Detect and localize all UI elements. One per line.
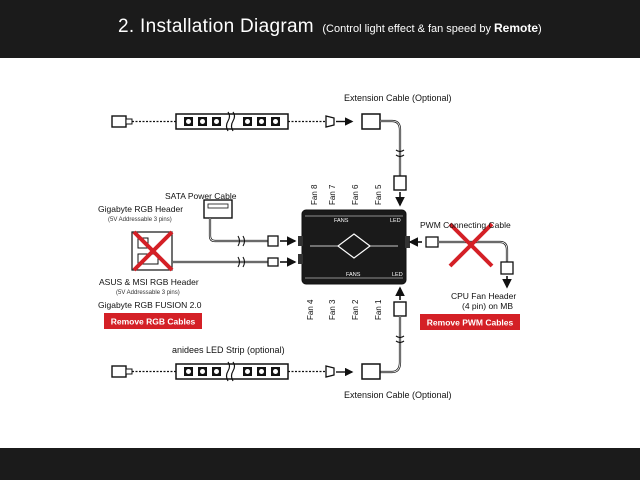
pwm-cable-label: PWM Connecting Cable — [420, 220, 511, 230]
fusion-label: Gigabyte RGB FUSION 2.0 — [98, 300, 202, 310]
fan-label: Fan 7 — [328, 184, 337, 205]
led-strip-bottom — [111, 361, 335, 382]
led-strip-label: anidees LED Strip (optional) — [172, 345, 285, 355]
remove-rgb-badge: Remove RGB Cables — [104, 313, 202, 329]
sata-power-cable — [203, 199, 297, 247]
fan-label: Fan 3 — [328, 299, 337, 320]
cpu-header-label-1: CPU Fan Header — [451, 291, 516, 301]
fan-hub: FANS LED FANS LED — [298, 209, 410, 285]
asus-header-label: ASUS & MSI RGB Header — [99, 277, 199, 287]
header-title: 2. Installation Diagram (Control light e… — [118, 16, 542, 38]
pwm-cross-icon — [448, 222, 494, 268]
fan-label: Fan 5 — [374, 184, 383, 205]
remove-pwm-badge-text: Remove PWM Cables — [427, 318, 514, 328]
extension-cable-bottom — [336, 286, 407, 380]
remove-pwm-badge: Remove PWM Cables — [420, 314, 520, 330]
hub-bottom-led-label: LED — [392, 272, 403, 278]
fan-label: Fan 1 — [374, 299, 383, 320]
fan-label: Fan 4 — [306, 299, 315, 320]
hub-top-led-label: LED — [390, 218, 401, 224]
led-strip-top — [111, 111, 354, 132]
extension-cable-top-label: Extension Cable (Optional) — [344, 93, 452, 103]
gigabyte-header-label: Gigabyte RGB Header — [98, 204, 183, 214]
hub-bottom-fans-label: FANS — [346, 272, 361, 278]
hub-top-fans-label: FANS — [334, 218, 349, 224]
fan-label: Fan 6 — [351, 184, 360, 205]
extension-cable-top — [361, 113, 407, 207]
gigabyte-header-note: (5V Addressable 3 pins) — [108, 217, 172, 223]
header-bar: 2. Installation Diagram (Control light e… — [0, 0, 640, 58]
page-title: 2. Installation Diagram — [118, 16, 314, 37]
extension-cable-bottom-label: Extension Cable (Optional) — [344, 390, 452, 400]
fan-label: Fan 2 — [351, 299, 360, 320]
rgb-cross-icon — [132, 230, 174, 272]
cpu-header-label-2: (4 pin) on MB — [462, 301, 513, 311]
fan-label: Fan 8 — [310, 184, 319, 205]
remove-rgb-badge-text: Remove RGB Cables — [111, 317, 196, 327]
footer-bar — [0, 448, 640, 480]
asus-header-note: (5V Addressable 3 pins) — [116, 290, 180, 296]
page-subtitle: (Control light effect & fan speed by Rem… — [322, 21, 542, 35]
pwm-cable — [408, 236, 514, 289]
fan-labels: Fan 8 Fan 7 Fan 6 Fan 5 Fan 4 Fan 3 Fan … — [306, 184, 383, 320]
sata-power-label: SATA Power Cable — [165, 191, 237, 201]
